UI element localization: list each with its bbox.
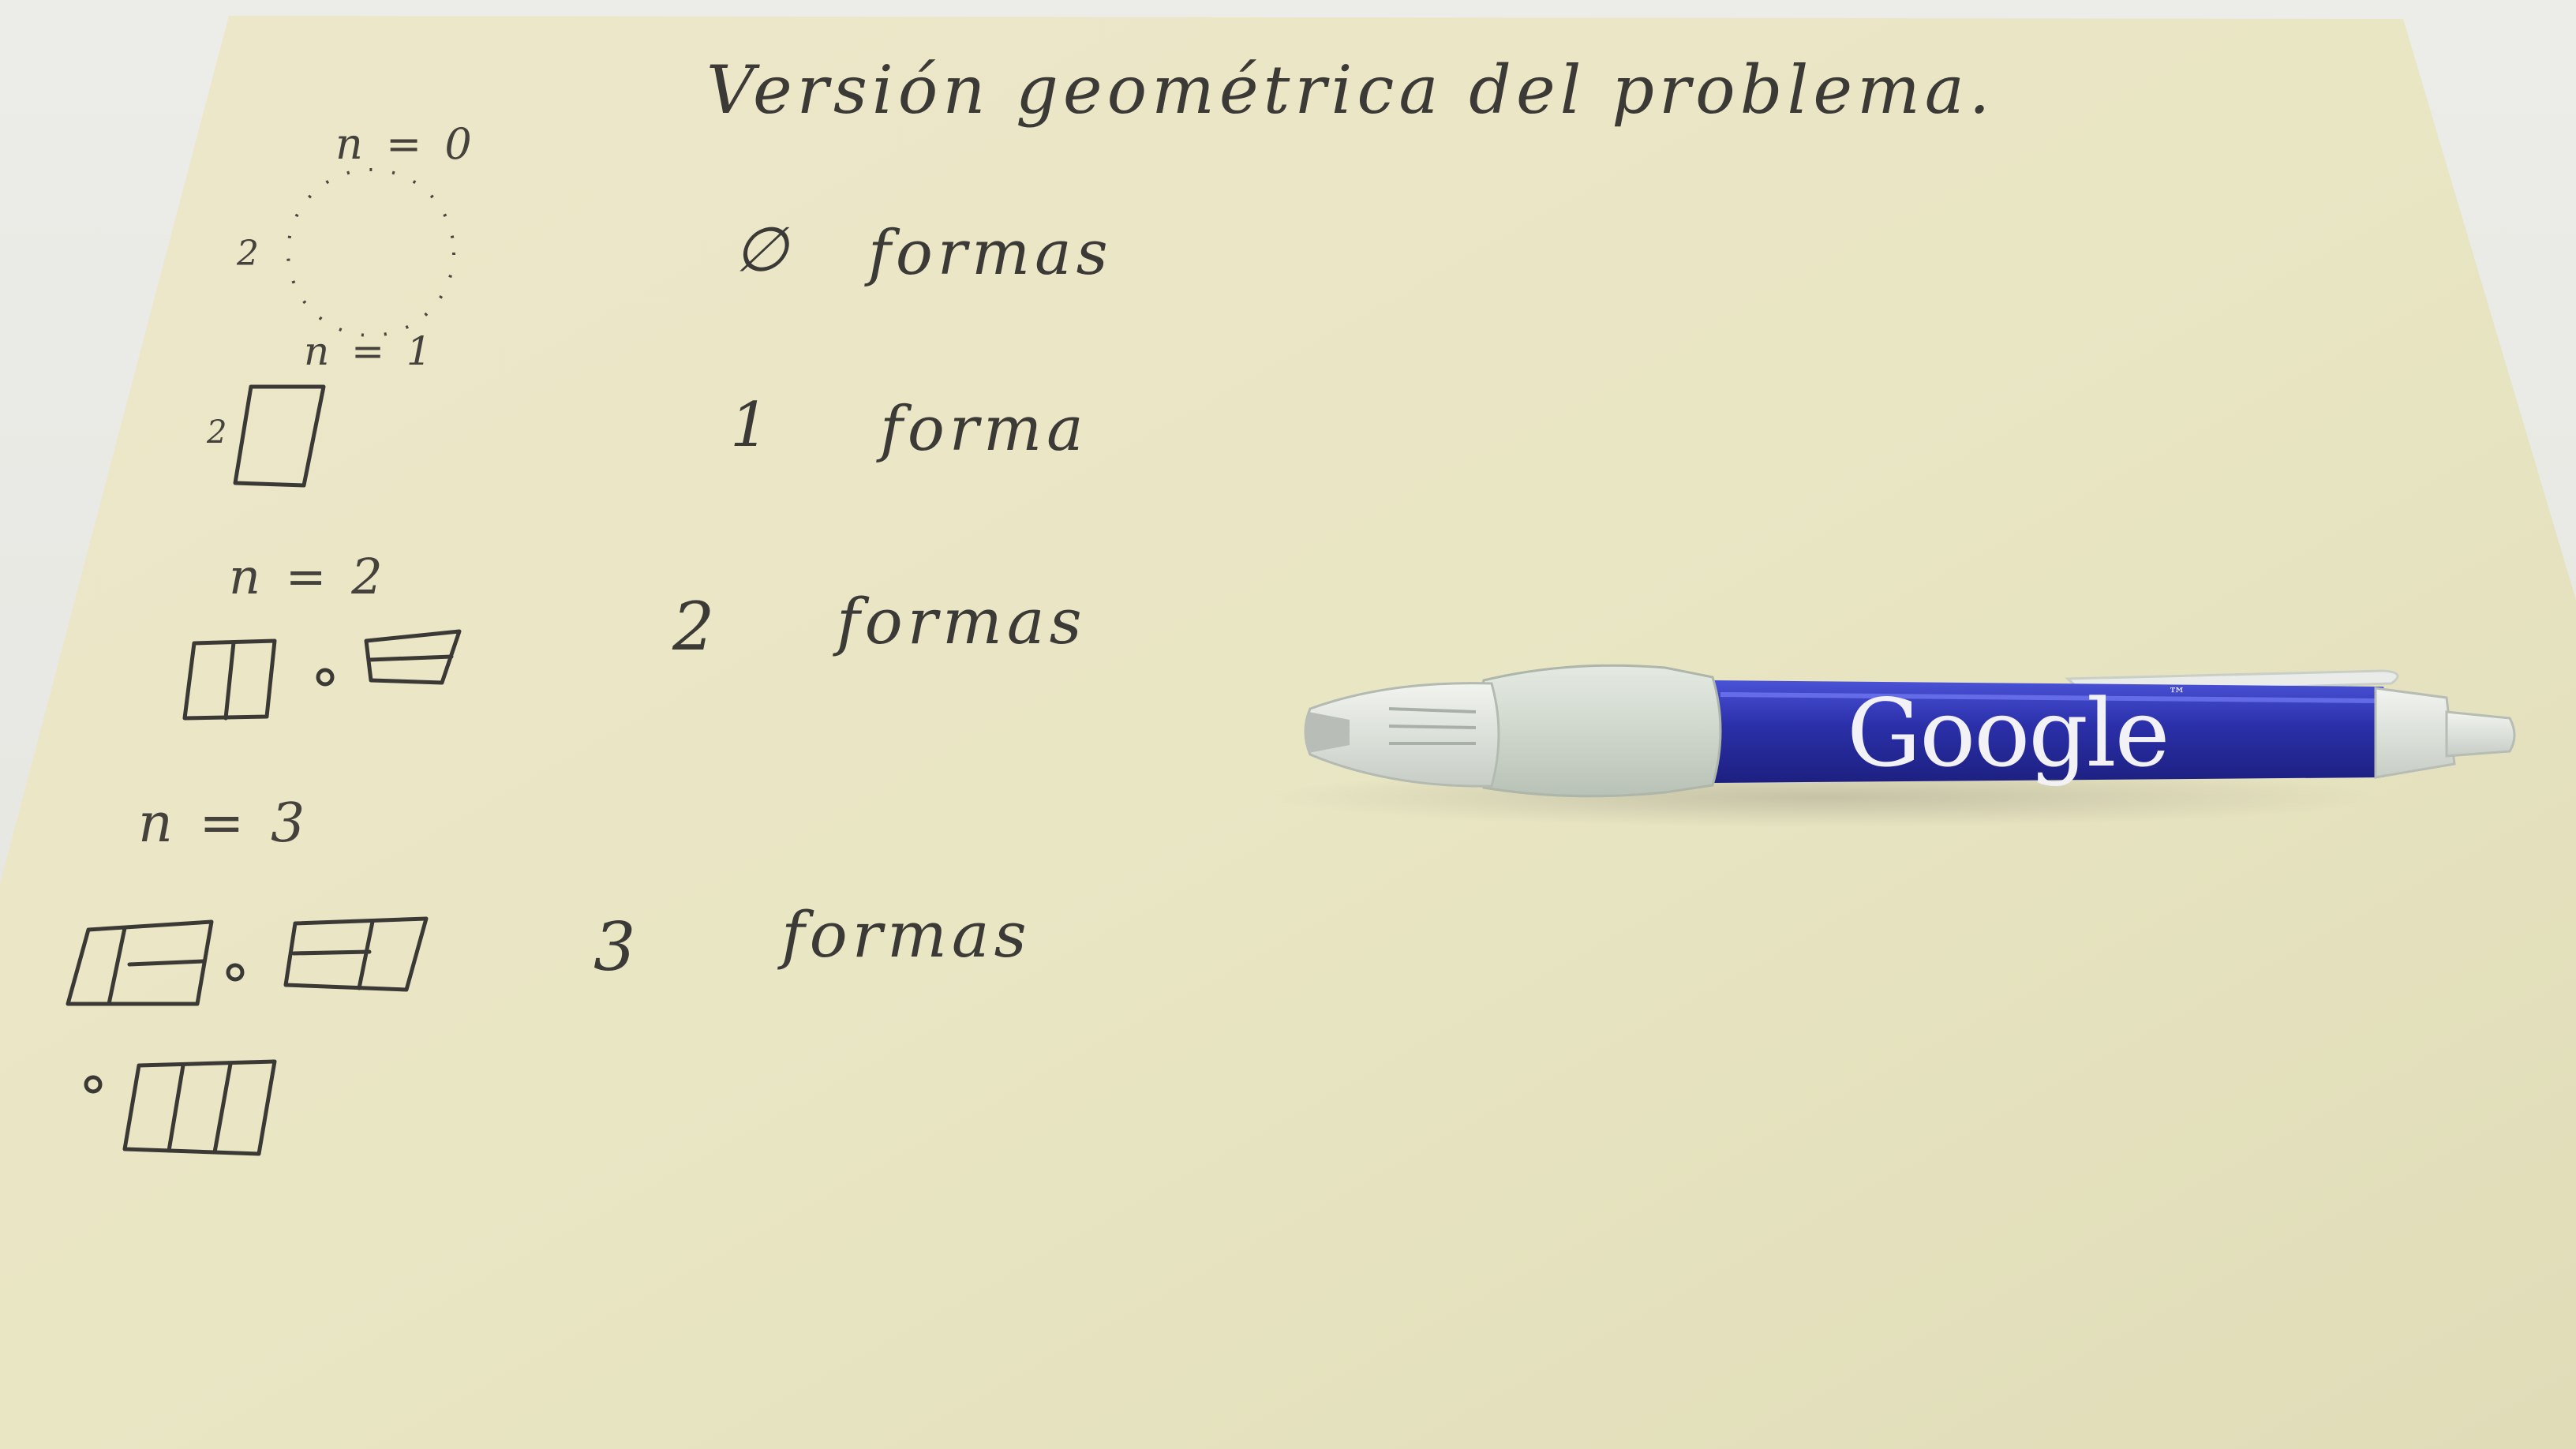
n0-side-label: 2: [237, 234, 264, 274]
n1-label: n = 1: [304, 328, 436, 374]
paper-sheet: [0, 16, 2576, 1449]
separator-dot: [84, 1075, 103, 1094]
n0-count: ∅: [734, 215, 792, 286]
pen-trademark: ™: [2168, 685, 2185, 705]
google-pen: [1271, 664, 2516, 827]
n3-tiling-two-shape: [283, 916, 429, 992]
n0-label: n = 0: [335, 119, 477, 169]
n3-tiling-one-shape: [66, 919, 214, 1006]
two-horizontal-dominoes-shape: [364, 629, 462, 685]
n2-word: formas: [837, 585, 1087, 658]
n2-label: n = 2: [229, 548, 388, 605]
n3-tiling-three-shape: [122, 1059, 277, 1156]
n0-word: formas: [868, 218, 1113, 289]
n1-side-label: 2: [207, 414, 232, 451]
n3-word: formas: [781, 898, 1032, 972]
n2-count: 2: [672, 588, 720, 665]
n1-word: forma: [880, 394, 1088, 465]
two-vertical-dominoes-shape: [182, 638, 277, 721]
n1-count: 1: [730, 390, 774, 461]
n3-label: n = 3: [138, 792, 310, 855]
pen-brand-name: Google: [1847, 679, 2170, 788]
separator-dot: [226, 963, 245, 982]
page-title: Versión geométrica del problema.: [706, 51, 1995, 129]
dotted-circle-shape: [286, 168, 455, 337]
n3-count: 3: [593, 908, 641, 986]
single-domino-shape: [233, 384, 326, 488]
separator-dot: [316, 668, 335, 687]
pen-brand-text: Google™: [1847, 685, 2185, 781]
